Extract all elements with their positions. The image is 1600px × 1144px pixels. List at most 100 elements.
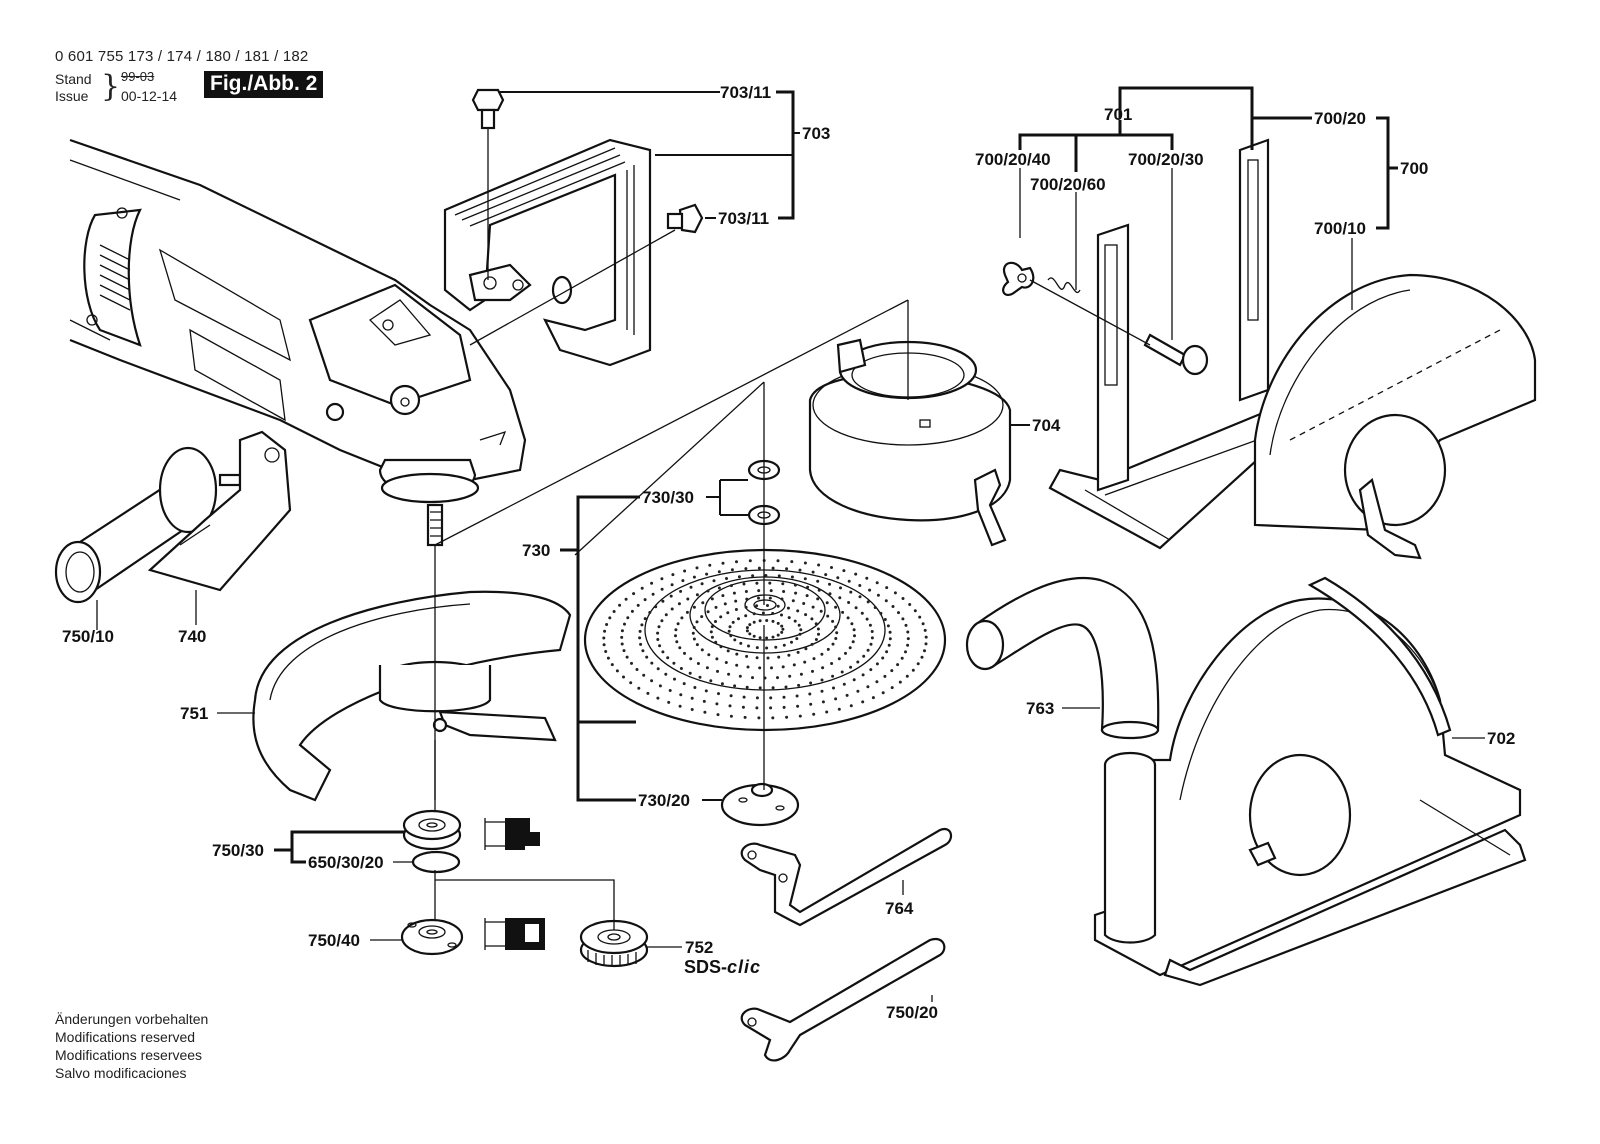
disc-perforation-dot	[645, 655, 649, 659]
disc-perforation-dot	[605, 623, 609, 626]
disc-perforation-dot	[734, 608, 738, 611]
disc-perforation-dot	[602, 636, 606, 640]
disc-perforation-dot	[901, 597, 905, 600]
disc-perforation-dot	[746, 665, 750, 669]
disc-perforation-dot	[679, 589, 683, 593]
disc-perforation-dot	[623, 622, 626, 626]
disc-perforation-dot	[793, 583, 797, 587]
part-numbers: 0 601 755 173 / 174 / 180 / 181 / 182	[55, 48, 309, 65]
disc-perforation-dot	[817, 563, 821, 567]
disc-perforation-dot	[674, 634, 677, 638]
disc-perforation-dot	[747, 644, 750, 648]
disc-perforation-dot	[781, 627, 785, 631]
disc-perforation-dot	[846, 616, 850, 620]
disc-perforation-dot	[748, 559, 752, 563]
disc-perforation-dot	[837, 707, 841, 711]
disc-perforation-dot	[875, 662, 879, 666]
disc-perforation-dot	[622, 649, 626, 653]
disc-perforation-dot	[745, 654, 749, 658]
disc-perforation-dot	[906, 637, 910, 641]
disc-perforation-dot	[706, 610, 710, 614]
disc-perforation-dot	[771, 611, 775, 615]
disc-perforation-dot	[923, 649, 926, 653]
disc-perforation-dot	[812, 712, 816, 716]
disc-perforation-dot	[701, 601, 705, 605]
disc-perforation-dot	[780, 624, 784, 628]
disc-perforation-dot	[755, 706, 759, 710]
disc-perforation-dot	[847, 579, 851, 583]
disc-perforation-dot	[709, 679, 713, 683]
disc-perforation-dot	[803, 561, 807, 565]
callout-704: 704	[1032, 416, 1061, 435]
disc-perforation-dot	[719, 615, 723, 619]
disc-perforation-dot	[695, 593, 699, 597]
disc-perforation-dot	[816, 627, 820, 631]
disc-perforation-dot	[803, 660, 807, 664]
disc-perforation-dot	[814, 638, 818, 641]
disc-perforation-dot	[837, 657, 841, 661]
disc-perforation-dot	[721, 594, 725, 598]
side-handle-750-10	[54, 446, 242, 604]
disc-perforation-dot	[635, 668, 639, 671]
callout-700-10: 700/10	[1314, 219, 1366, 238]
disc-perforation-dot	[920, 655, 924, 659]
disc-perforation-dot	[679, 693, 683, 697]
disc-perforation-dot	[805, 594, 809, 598]
disc-perforation-dot	[688, 671, 692, 675]
disc-perforation-dot	[743, 715, 747, 719]
backing-flange-730-20	[720, 782, 800, 827]
disc-perforation-dot	[730, 568, 734, 572]
callout-700-20-60: 700/20/60	[1030, 175, 1106, 194]
disc-perforation-dot	[638, 636, 642, 640]
disc-perforation-dot	[681, 579, 685, 583]
disc-perforation-dot	[904, 650, 907, 654]
disc-perforation-dot	[849, 590, 853, 594]
disc-perforation-dot	[774, 645, 778, 649]
disc-perforation-dot	[636, 603, 640, 607]
disc-perforation-dot	[712, 579, 716, 583]
callout-730: 730	[522, 541, 550, 560]
notice-line-fr: Modifications reservees	[55, 1047, 203, 1063]
disc-perforation-dot	[821, 700, 825, 704]
disc-perforation-dot	[705, 666, 709, 670]
disc-perforation-dot	[752, 620, 756, 624]
disc-perforation-dot	[629, 681, 633, 685]
disc-perforation-dot	[790, 560, 794, 564]
disc-perforation-dot	[769, 589, 773, 593]
disc-perforation-dot	[656, 667, 660, 671]
disc-perforation-dot	[748, 623, 752, 627]
clamping-flange-750-30	[402, 809, 462, 851]
disc-perforation-dot	[670, 607, 674, 611]
disc-perforation-dot	[785, 715, 789, 719]
disc-perforation-dot	[893, 591, 897, 595]
disc-perforation-dot	[896, 663, 900, 667]
disc-perforation-dot	[794, 591, 798, 595]
disc-perforation-dot	[683, 651, 686, 655]
disc-perforation-dot	[824, 573, 828, 577]
callout-752: 752	[685, 938, 713, 957]
disc-perforation-dot	[758, 666, 762, 670]
disc-perforation-dot	[834, 697, 838, 701]
disc-perforation-dot	[706, 589, 710, 593]
disc-perforation-dot	[716, 713, 720, 717]
disc-perforation-dot	[856, 689, 860, 693]
disc-perforation-dot	[839, 586, 842, 590]
disc-perforation-dot	[656, 696, 660, 700]
disc-perforation-dot	[812, 657, 816, 661]
disc-perforation-dot	[704, 689, 708, 693]
disc-perforation-dot	[814, 622, 818, 626]
disc-perforation-dot	[742, 695, 746, 699]
disc-perforation-dot	[796, 704, 800, 708]
issue-date: 00-12-14	[121, 88, 178, 104]
disc-perforation-dot	[744, 590, 748, 593]
disc-perforation-dot	[755, 604, 759, 608]
callout-701: 701	[1104, 105, 1132, 124]
disc-perforation-dot	[771, 619, 775, 623]
disc-perforation-dot	[897, 611, 900, 615]
disc-perforation-dot	[685, 610, 689, 614]
disc-perforation-dot	[640, 623, 644, 627]
disc-perforation-dot	[884, 599, 888, 603]
disc-perforation-dot	[648, 611, 652, 614]
disc-perforation-dot	[726, 611, 730, 615]
disc-perforation-dot	[819, 609, 823, 613]
